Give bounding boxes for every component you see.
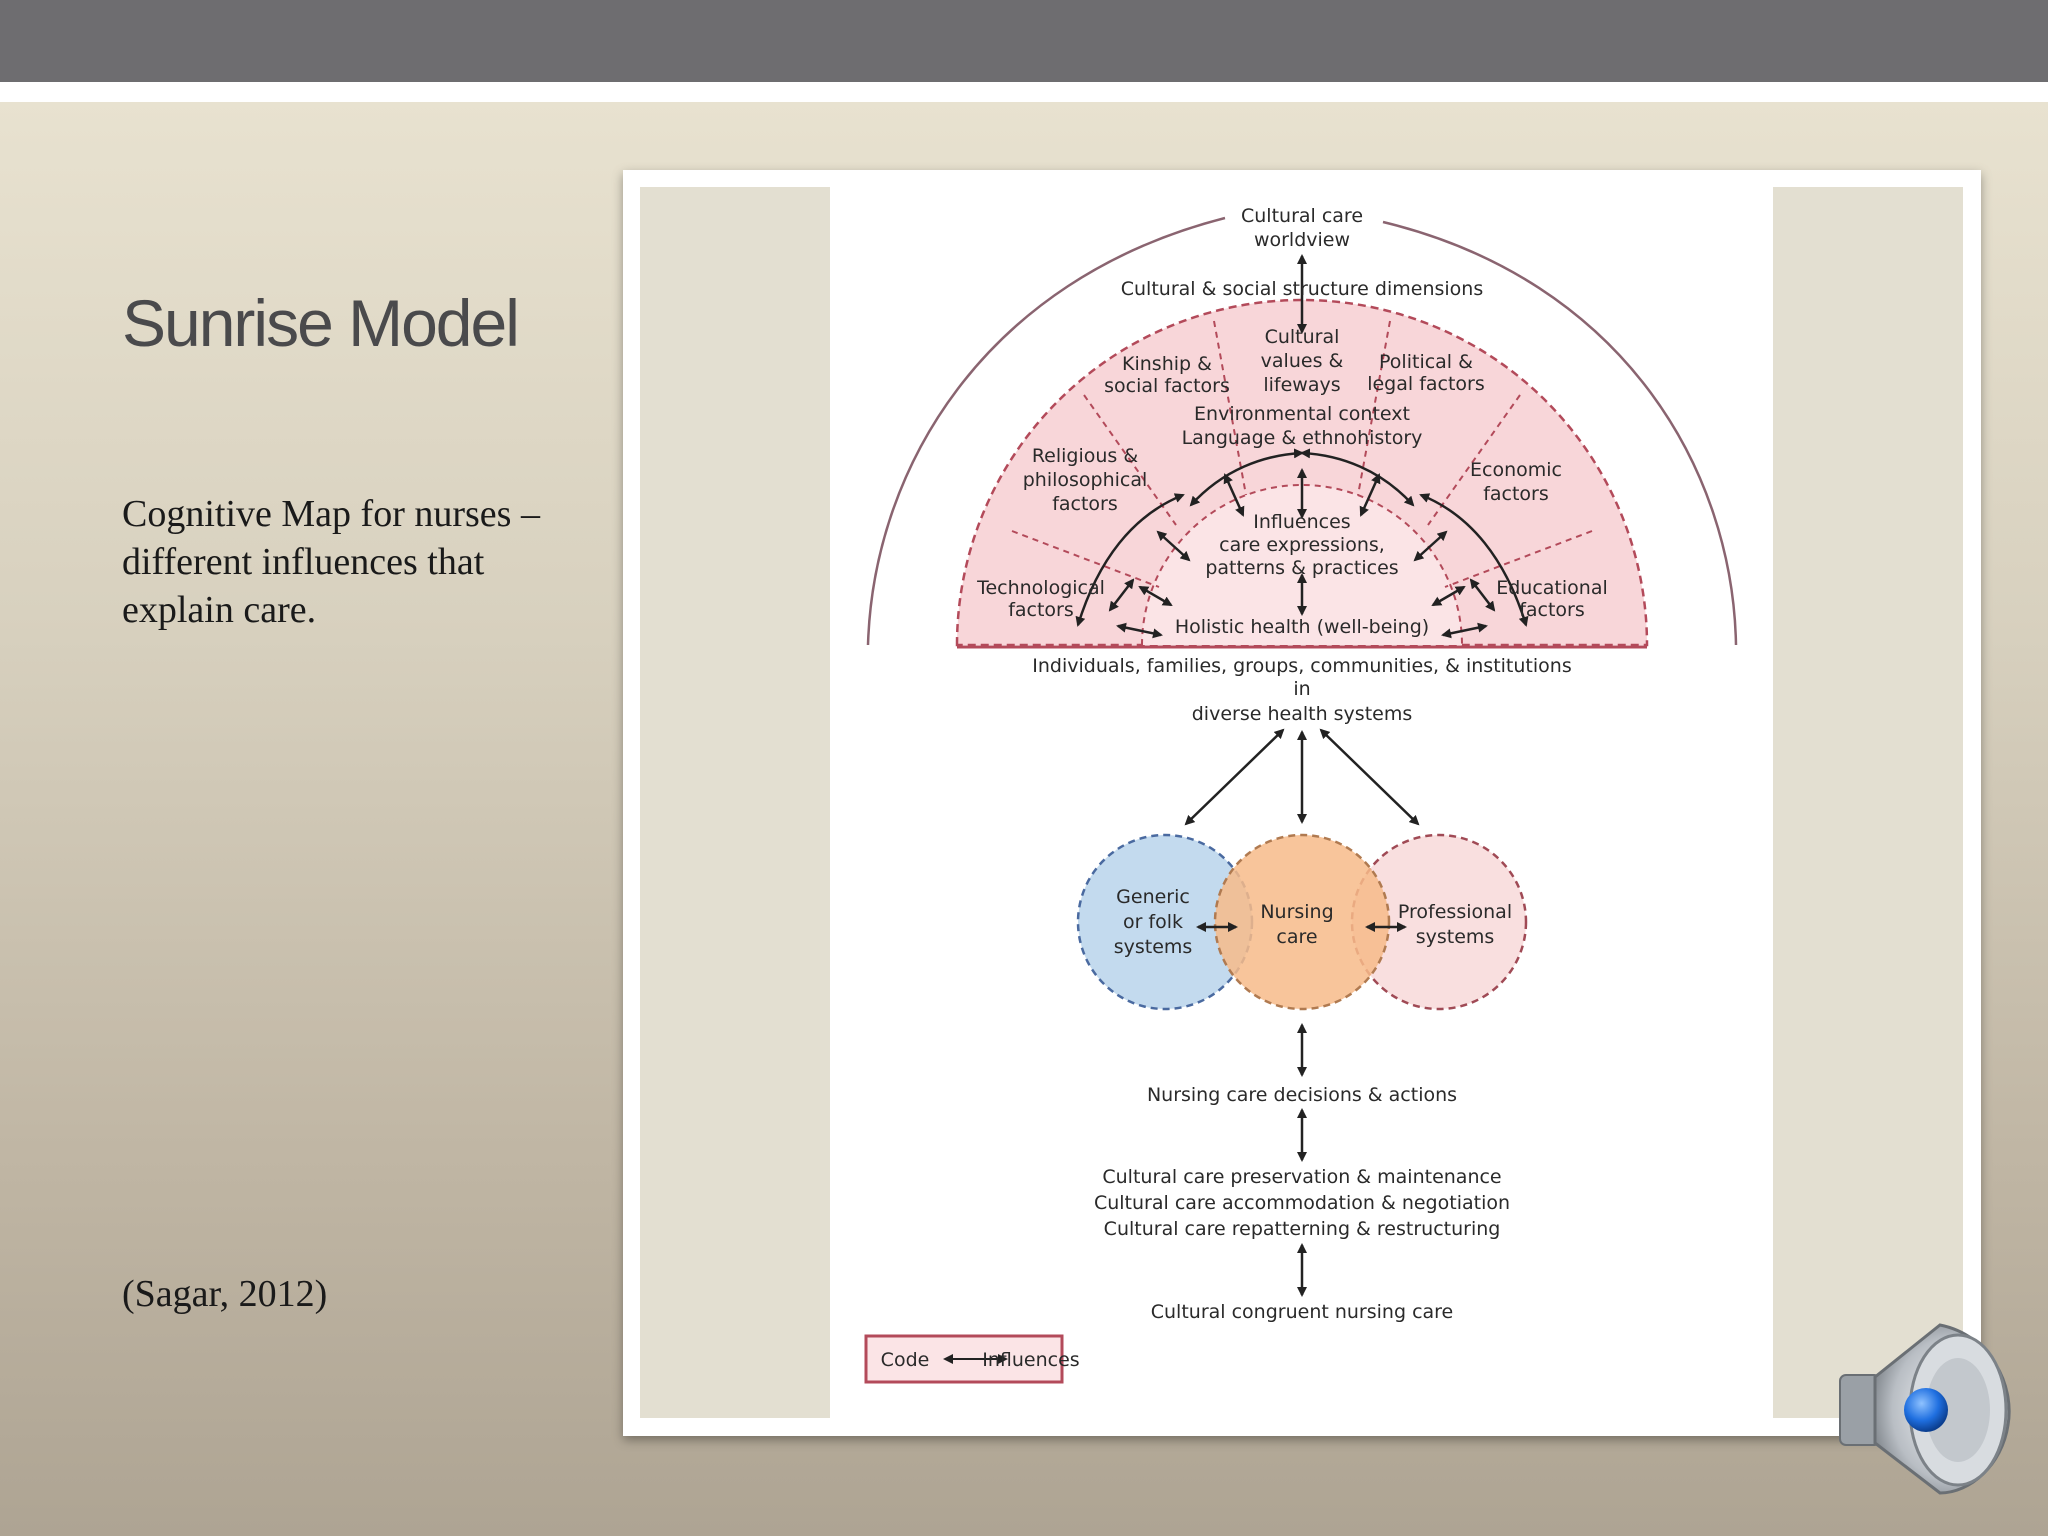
economic-label-2: factors: [1483, 483, 1549, 505]
worldview-arc-left: [866, 216, 1226, 646]
technological-label-1: Technological: [976, 577, 1105, 599]
worldview-label-2: worldview: [1254, 229, 1350, 251]
top-stripe: [0, 82, 2048, 102]
speaker-icon[interactable]: [1830, 1315, 2020, 1500]
kinship-label-1: Kinship &: [1122, 353, 1212, 375]
political-label-1: Political &: [1379, 351, 1473, 373]
care-mode-2: Cultural care accommodation & negotiatio…: [1094, 1192, 1510, 1214]
worldview-arc-right: [1382, 220, 1738, 646]
individuals-label-1: Individuals, families, groups, communiti…: [1032, 655, 1571, 677]
left-panel: [640, 187, 830, 1418]
cultural-values-label-2: values &: [1261, 350, 1344, 372]
individuals-label-3: diverse health systems: [1192, 703, 1413, 725]
system-arrows: [1184, 728, 1420, 1297]
svg-text:Cultural care: Cultural care: [1241, 205, 1363, 227]
religious-label-2: philosophical: [1023, 469, 1148, 491]
svg-text:worldview: worldview: [1254, 229, 1350, 251]
religious-label-3: factors: [1052, 493, 1118, 515]
influences-label-2: care expressions,: [1219, 534, 1385, 556]
educational-label-1: Educational: [1496, 577, 1608, 599]
nursing-label-1: Nursing: [1260, 901, 1333, 923]
inner-arc: [1141, 484, 1463, 646]
generic-label-2: or folk: [1123, 911, 1183, 933]
sunrise-model-diagram: Cultural care worldview Cultural & socia…: [640, 187, 1963, 1418]
professional-systems-circle: [1350, 833, 1528, 1011]
technological-label-2: factors: [1008, 599, 1074, 621]
holistic-health-label: Holistic health (well-being): [1175, 616, 1429, 638]
care-mode-1: Cultural care preservation & maintenance: [1102, 1166, 1501, 1188]
kinship-label-2: social factors: [1104, 375, 1230, 397]
religious-label-1: Religious &: [1032, 445, 1139, 467]
cultural-values-label-1: Cultural: [1265, 326, 1340, 348]
legend-code-label: Code: [881, 1349, 930, 1371]
influences-label-3: patterns & practices: [1205, 557, 1398, 579]
worldview-label-1: Cultural care: [1241, 205, 1363, 227]
generic-label-3: systems: [1114, 936, 1193, 958]
congruent-label: Cultural congruent nursing care: [1151, 1301, 1454, 1323]
citation: (Sagar, 2012): [122, 1273, 328, 1315]
cultural-values-label-3: lifeways: [1263, 374, 1340, 396]
economic-label-1: Economic: [1470, 459, 1562, 481]
diagram-frame: Cultural care worldview Cultural & socia…: [623, 170, 1981, 1436]
slide-title: Sunrise Model: [122, 286, 520, 360]
legend-influences-label: Influences: [982, 1349, 1079, 1371]
environment-label-2: Language & ethnohistory: [1182, 427, 1423, 449]
slide-body-text: Cognitive Map for nurses – different inf…: [122, 493, 540, 631]
diagram-labels: Cultural care worldview Cultural & socia…: [881, 205, 1608, 1371]
generic-label-1: Generic: [1116, 886, 1190, 908]
professional-label-1: Professional: [1398, 901, 1512, 923]
nursing-label-2: care: [1276, 926, 1317, 948]
dimensions-label: Cultural & social structure dimensions: [1121, 278, 1484, 300]
educational-label-2: factors: [1519, 599, 1585, 621]
decisions-label: Nursing care decisions & actions: [1147, 1084, 1457, 1106]
care-mode-3: Cultural care repatterning & restructuri…: [1104, 1218, 1501, 1240]
environment-label-1: Environmental context: [1194, 403, 1410, 425]
influence-arrows: [1075, 254, 1529, 639]
professional-label-2: systems: [1416, 926, 1495, 948]
individuals-label-2: in: [1293, 678, 1310, 700]
political-label-2: legal factors: [1367, 373, 1485, 395]
influences-label-1: Influences: [1253, 511, 1350, 533]
right-panel: [1773, 187, 1963, 1418]
top-bar: [0, 0, 2048, 82]
